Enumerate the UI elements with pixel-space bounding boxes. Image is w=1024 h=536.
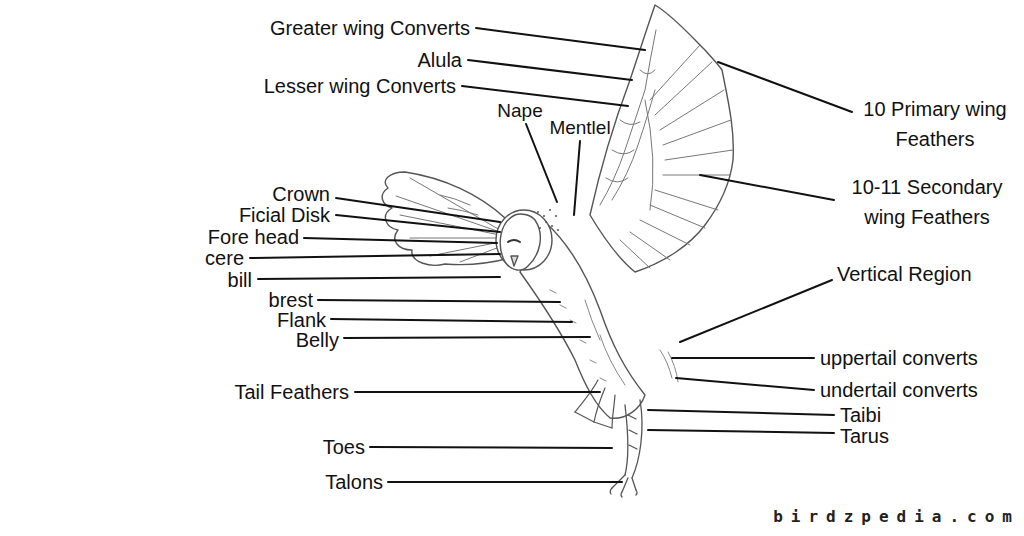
leader-line — [680, 280, 832, 342]
part-label: Crown — [272, 184, 330, 204]
leader-line — [462, 86, 628, 106]
leader-line — [648, 430, 834, 433]
part-label: 10-11 Secondary wing Feathers — [834, 172, 1020, 232]
part-label: undertail converts — [820, 380, 978, 400]
owl-head — [496, 210, 552, 270]
leader-line — [574, 141, 580, 215]
leader-line — [700, 175, 834, 200]
right-wing-feathers — [600, 30, 733, 268]
leader-line — [718, 62, 852, 112]
part-label: Toes — [323, 437, 365, 457]
part-label: Tarus — [840, 426, 889, 446]
leader-line — [318, 300, 560, 302]
part-label: Flank — [277, 310, 326, 330]
leader-line — [344, 337, 590, 338]
part-label: Talons — [325, 472, 383, 492]
part-label: Ficial Disk — [239, 205, 330, 225]
leader-line — [250, 254, 500, 258]
part-label: bill — [228, 270, 252, 290]
part-label: cere — [205, 248, 244, 268]
facial-disk — [500, 214, 540, 270]
leader-line — [672, 357, 814, 359]
leader-line — [468, 60, 632, 80]
leader-lines — [250, 28, 852, 482]
left-wing — [382, 172, 510, 265]
part-label: Alula — [418, 50, 462, 70]
part-label: Mentlel — [549, 118, 610, 137]
watermark: birdzpedia.com — [773, 509, 1020, 525]
leader-line — [388, 481, 622, 483]
part-label: 10 Primary wing Feathers — [850, 94, 1020, 154]
leader-line — [258, 277, 500, 279]
leader-line — [648, 410, 834, 415]
leader-line — [676, 378, 814, 390]
leader-line — [336, 215, 500, 232]
leader-line — [304, 238, 497, 243]
part-label: Belly — [296, 330, 339, 350]
part-label: Lesser wing Converts — [264, 76, 456, 96]
tail-feathers — [575, 380, 615, 428]
leader-line — [476, 28, 645, 50]
owl-beak — [511, 256, 518, 266]
part-label: brest — [269, 290, 313, 310]
crown-dots — [537, 209, 559, 231]
leader-line — [370, 447, 612, 448]
leader-line — [355, 391, 600, 393]
part-label: Tail Feathers — [235, 382, 350, 402]
part-label: Nape — [497, 101, 542, 120]
part-label: Greater wing Converts — [270, 18, 470, 38]
part-label: Vertical Region — [837, 264, 972, 284]
part-label: Fore head — [208, 227, 299, 247]
part-label: Taibi — [840, 405, 881, 425]
owl-eye — [508, 240, 520, 242]
part-label: uppertail converts — [820, 348, 978, 368]
leader-line — [331, 319, 572, 322]
